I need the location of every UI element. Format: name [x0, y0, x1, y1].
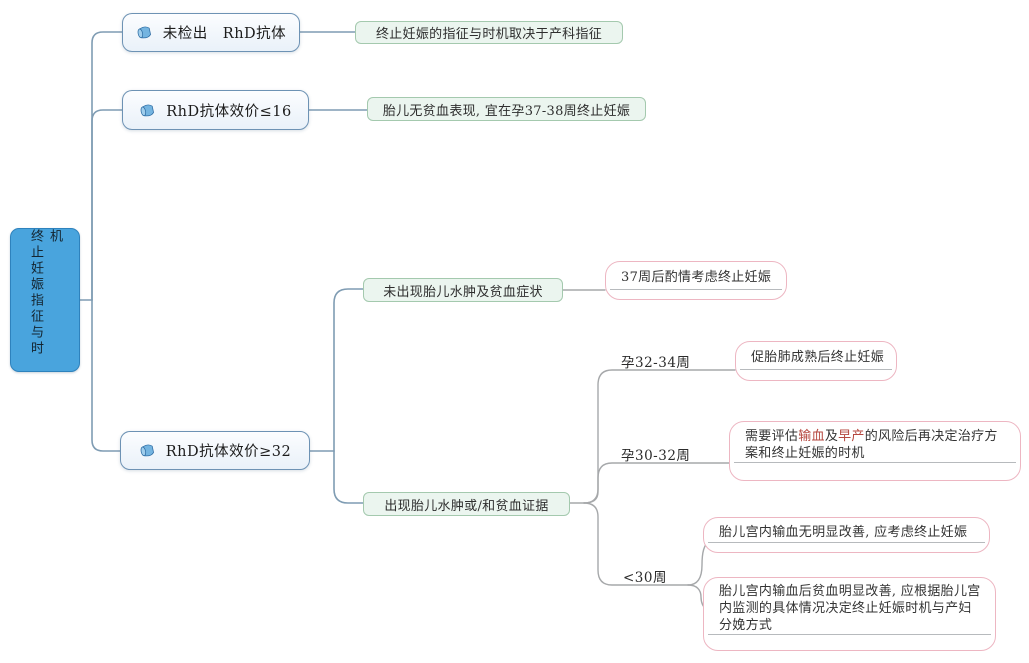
megaphone-icon — [136, 24, 153, 41]
week-label: <30周 — [623, 570, 667, 586]
week-label: 孕32-34周 — [621, 355, 691, 371]
node-underline — [708, 542, 985, 543]
node-terminate-after-lung-maturation[interactable]: 促胎肺成熟后终止妊娠 — [735, 341, 897, 381]
node-label: 未检出 RhD抗体 — [162, 26, 287, 42]
node-label: 未出现胎儿水肿及贫血症状 — [383, 284, 543, 300]
node-underline — [708, 634, 991, 635]
node-improvement-monitor-decide-delivery[interactable]: 胎儿宫内输血后贫血明显改善, 应根据胎儿宫内监测的具体情况决定终止妊娠时机与产妇… — [703, 577, 996, 651]
node-no-improvement-consider-termination[interactable]: 胎儿宫内输血无明显改善, 应考虑终止妊娠 — [703, 517, 990, 553]
node-consider-termination-after-37-weeks[interactable]: 37周后酌情考虑终止妊娠 — [605, 261, 787, 300]
node-underline — [740, 369, 892, 370]
megaphone-icon — [139, 442, 156, 459]
node-underline — [610, 289, 782, 290]
highlight-transfusion: 输血 — [798, 429, 825, 444]
text-segment: 及 — [824, 429, 839, 444]
node-label: 胎儿宫内输血后贫血明显改善, 应根据胎儿宫内监测的具体情况决定终止妊娠时机与产妇… — [719, 584, 981, 633]
node-label: 胎儿无贫血表现, 宜在孕37-38周终止妊娠 — [382, 103, 631, 119]
node-no-rhd-antibody-detected[interactable]: 未检出 RhD抗体 — [122, 13, 300, 52]
node-label: RhD抗体效价≥32 — [165, 444, 292, 460]
text-segment: 需要评估 — [745, 429, 799, 444]
megaphone-icon — [139, 102, 156, 119]
text-segment: 的风险后再决定治疗方案和终止妊娠的时机 — [745, 429, 998, 461]
node-titer-ge-32[interactable]: RhD抗体效价≥32 — [120, 431, 310, 470]
node-no-hydrops-anemia-symptoms[interactable]: 未出现胎儿水肿及贫血症状 — [363, 278, 563, 302]
node-hydrops-or-anemia-evidence[interactable]: 出现胎儿水肿或/和贫血证据 — [363, 492, 570, 516]
highlight-preterm-birth: 早产 — [838, 429, 865, 444]
week-label: 孕30-32周 — [621, 448, 691, 464]
node-obstetric-indication-result[interactable]: 终止妊娠的指征与时机取决于产科指征 — [355, 21, 623, 44]
node-label: 终止妊娠的指征与时机取决于产科指征 — [375, 27, 603, 42]
node-label: 出现胎儿水肿或/和贫血证据 — [384, 498, 549, 514]
node-underline — [734, 462, 1016, 463]
root-node-termination-indications[interactable]: 终止妊娠指征与时机 — [10, 228, 80, 372]
node-label: 促胎肺成熟后终止妊娠 — [751, 350, 885, 365]
node-assess-transfusion-preterm-risk[interactable]: 需要评估输血及早产的风险后再决定治疗方案和终止妊娠的时机 — [729, 421, 1021, 481]
node-label: RhD抗体效价≤16 — [166, 103, 292, 120]
node-label: 胎儿宫内输血无明显改善, 应考虑终止妊娠 — [719, 525, 968, 540]
label-week-lt-30[interactable]: <30周 — [623, 566, 667, 586]
label-week-30-32[interactable]: 孕30-32周 — [621, 444, 690, 464]
node-label: 需要评估输血及早产的风险后再决定治疗方案和终止妊娠的时机 — [730, 422, 1020, 462]
node-titer-le-16[interactable]: RhD抗体效价≤16 — [122, 90, 309, 130]
node-no-anemia-37-38-weeks-result[interactable]: 胎儿无贫血表现, 宜在孕37-38周终止妊娠 — [367, 97, 646, 121]
root-node-label: 终止妊娠指征与时机 — [28, 229, 62, 357]
label-week-32-34[interactable]: 孕32-34周 — [621, 351, 690, 371]
node-label: 37周后酌情考虑终止妊娠 — [621, 270, 772, 285]
